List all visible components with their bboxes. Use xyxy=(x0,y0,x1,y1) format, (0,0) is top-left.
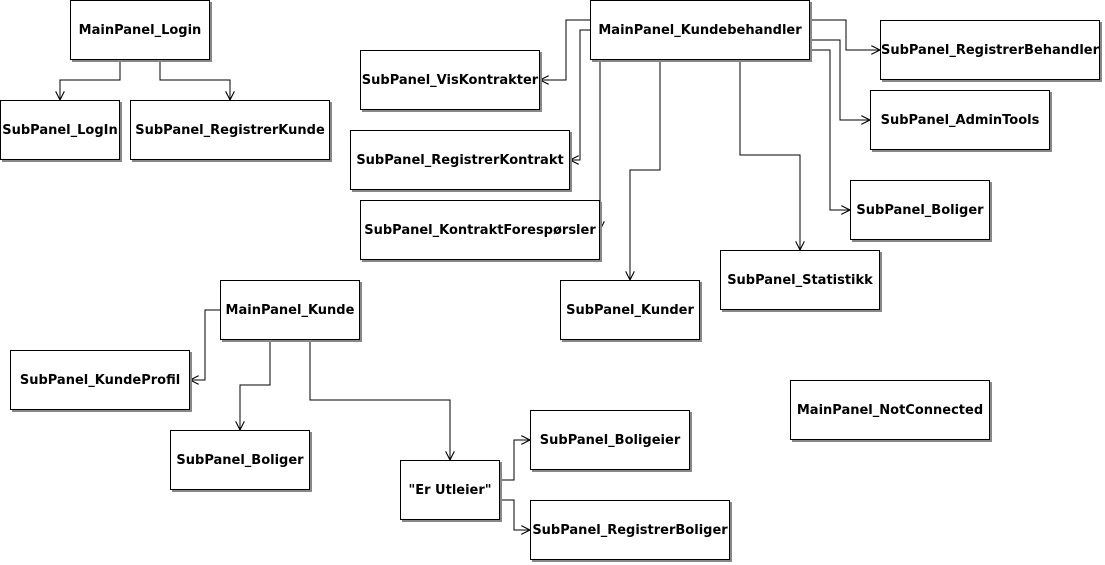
edge-login-to-subpanel-registrerkunde xyxy=(159,60,230,100)
node-mainpanel-notconnected: MainPanel_NotConnected xyxy=(790,380,990,440)
node-mainpanel-kunde: MainPanel_Kunde xyxy=(220,280,360,340)
edge-kunde-to-er-utleier xyxy=(309,340,450,460)
node-subpanel-boliger-k: SubPanel_Boliger xyxy=(170,430,310,490)
node-subpanel-kontraktforesporsler: SubPanel_KontraktForespørsler xyxy=(360,200,600,260)
edge-kb-to-registrerkontrakt xyxy=(570,29,590,160)
edge-kb-to-boliger xyxy=(810,49,850,210)
edge-kb-to-admintools xyxy=(810,39,870,120)
edge-kb-to-statistikk xyxy=(739,60,800,250)
edge-utleier-to-boligeier xyxy=(500,440,530,481)
edge-kunde-to-boliger xyxy=(240,340,271,430)
edge-kunde-to-kundeprofil xyxy=(190,309,220,380)
edge-kb-to-registrerbehandler xyxy=(810,19,880,50)
node-subpanel-registrerbehandler: SubPanel_RegistrerBehandler xyxy=(880,20,1100,80)
node-mainpanel-login: MainPanel_Login xyxy=(70,0,210,60)
node-subpanel-registrerkunde: SubPanel_RegistrerKunde xyxy=(130,100,330,160)
edge-utleier-to-registrerboliger xyxy=(500,499,530,530)
edge-login-to-subpanel-login xyxy=(60,60,121,100)
node-subpanel-statistikk: SubPanel_Statistikk xyxy=(720,250,880,310)
node-subpanel-login: SubPanel_LogIn xyxy=(0,100,120,160)
node-subpanel-admintools: SubPanel_AdminTools xyxy=(870,90,1050,150)
node-subpanel-registrerkontrakt: SubPanel_RegistrerKontrakt xyxy=(350,130,570,190)
node-subpanel-boligeier: SubPanel_Boligeier xyxy=(530,410,690,470)
node-subpanel-viskontrakter: SubPanel_VisKontrakter xyxy=(360,50,540,110)
node-er-utleier: "Er Utleier" xyxy=(400,460,500,520)
node-subpanel-boliger-kb: SubPanel_Boliger xyxy=(850,180,990,240)
node-mainpanel-kundebehandler: MainPanel_Kundebehandler xyxy=(590,0,810,60)
node-subpanel-kundeprofil: SubPanel_KundeProfil xyxy=(10,350,190,410)
edge-kb-to-viskontrakter xyxy=(540,19,590,80)
node-subpanel-kunder: SubPanel_Kunder xyxy=(560,280,700,340)
edge-kb-to-kunder xyxy=(630,60,661,280)
node-subpanel-registrerboliger: SubPanel_RegistrerBoliger xyxy=(530,500,730,560)
